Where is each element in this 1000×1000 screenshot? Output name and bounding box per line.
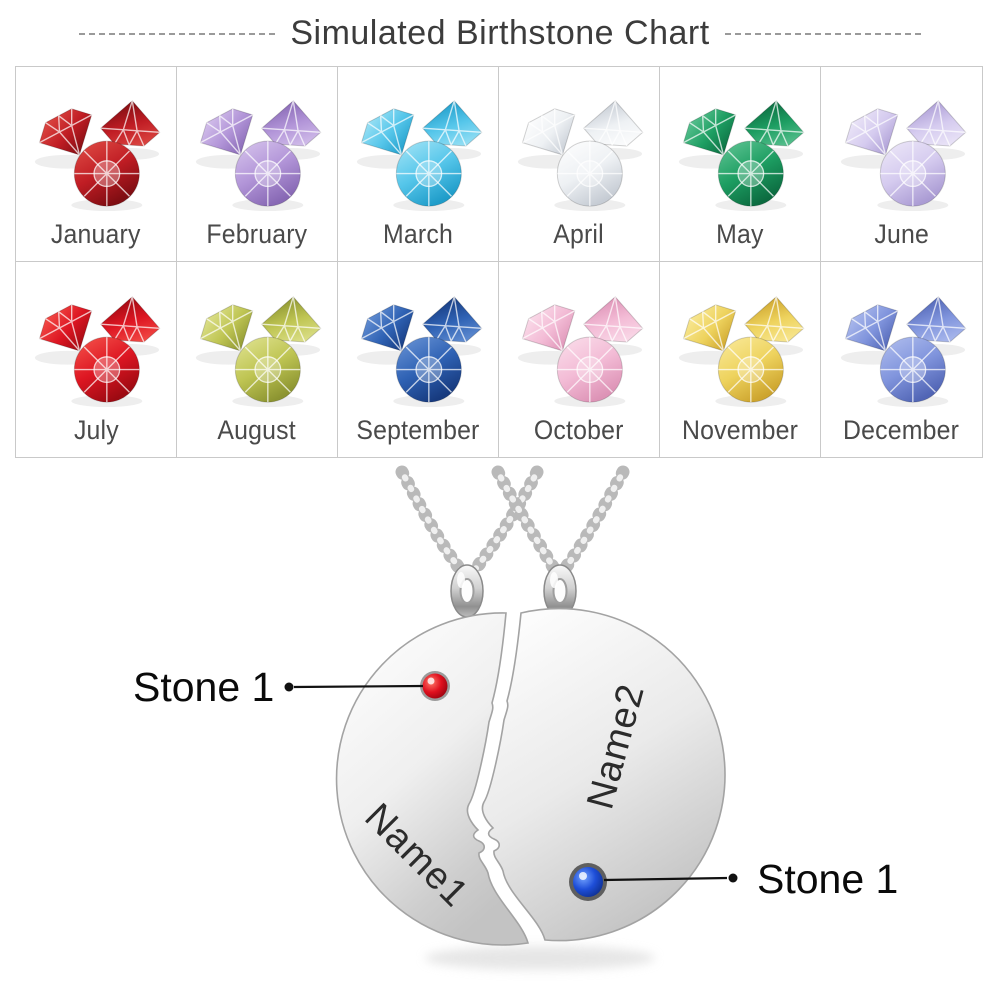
gem-cone-view xyxy=(744,296,805,343)
gem-cluster xyxy=(356,100,483,212)
birthstone-cell: September xyxy=(338,262,499,457)
birthstone-cell: May xyxy=(660,67,821,262)
chain-strand-outer-left xyxy=(395,465,471,581)
bail-right xyxy=(543,564,577,618)
month-label: May xyxy=(716,219,764,249)
callout-stone1-right: Stone 1 xyxy=(603,856,898,902)
gem-cluster xyxy=(678,296,805,408)
gem-side-view xyxy=(682,108,737,156)
gem-round-brilliant xyxy=(556,140,623,207)
gem-round-brilliant xyxy=(234,336,301,403)
chain-strand-outer-right xyxy=(554,465,630,581)
gem-side-view xyxy=(521,304,576,352)
month-label: April xyxy=(553,219,605,249)
gem-cluster xyxy=(678,100,805,212)
gem-round-brilliant xyxy=(717,140,784,207)
month-label: October xyxy=(534,415,624,445)
gem-cone-view xyxy=(422,296,483,343)
gem-side-view xyxy=(38,304,93,352)
chart-title: Simulated Birthstone Chart xyxy=(290,13,710,52)
chart-header: Simulated Birthstone Chart xyxy=(0,0,1000,66)
gem-cluster xyxy=(840,296,966,408)
gem-cone-view xyxy=(100,100,161,147)
month-label: January xyxy=(51,219,141,249)
birthstone-red xyxy=(420,671,450,701)
gem-round-brilliant xyxy=(879,140,946,207)
gem-cone-view xyxy=(100,296,161,343)
gem-round-brilliant xyxy=(556,336,623,403)
month-label: March xyxy=(383,219,453,249)
birthstone-cell: March xyxy=(338,67,499,262)
gem-round-brilliant xyxy=(73,336,140,403)
gem-side-view xyxy=(360,304,415,352)
callout-stone1-left: Stone 1 xyxy=(133,664,424,710)
birthstone-cell: November xyxy=(660,262,821,457)
gem-cluster xyxy=(517,296,644,408)
chain-strand-inner-left xyxy=(466,465,544,579)
month-label: February xyxy=(206,219,308,249)
gem-cone-view xyxy=(905,296,966,343)
gem-side-view xyxy=(360,108,415,156)
callout-label-right: Stone 1 xyxy=(757,856,898,902)
gem-side-view xyxy=(199,108,254,156)
birthstone-blue xyxy=(569,863,607,901)
birthstone-grid: January xyxy=(15,66,983,458)
month-label: June xyxy=(874,219,929,249)
callout-label-left: Stone 1 xyxy=(133,664,274,710)
gem-round-brilliant xyxy=(395,336,462,403)
gem-cone-view xyxy=(583,100,644,147)
chain-strand-inner-right xyxy=(491,465,563,579)
gem-round-brilliant xyxy=(73,140,140,207)
callout-dot-left xyxy=(284,682,294,692)
birthstone-cell: August xyxy=(177,262,338,457)
month-label: September xyxy=(356,415,480,445)
month-label: December xyxy=(843,415,960,445)
gem-cluster xyxy=(356,296,483,408)
gem-side-view xyxy=(844,108,898,156)
gem-round-brilliant xyxy=(234,140,301,207)
gem-cone-view xyxy=(422,100,483,147)
callout-line-left xyxy=(293,684,424,689)
bail-left xyxy=(450,564,484,618)
gem-cluster xyxy=(195,296,322,408)
gem-cluster xyxy=(195,100,322,212)
birthstone-cell: July xyxy=(16,262,177,457)
gem-round-brilliant xyxy=(395,140,462,207)
header-dash-right xyxy=(724,33,921,35)
gem-cone-view xyxy=(583,296,644,343)
gem-side-view xyxy=(682,304,737,352)
callout-dot-right xyxy=(728,873,738,883)
header-dash-left xyxy=(79,33,276,35)
gem-cone-view xyxy=(261,100,322,147)
gem-side-view xyxy=(199,304,254,352)
gem-side-view xyxy=(844,304,898,352)
gem-side-view xyxy=(38,108,93,156)
gem-cluster xyxy=(34,100,161,212)
pendant-half-left xyxy=(335,612,530,946)
month-label: July xyxy=(73,415,119,445)
birthstone-cell: January xyxy=(16,67,177,262)
gem-cone-view xyxy=(744,100,805,147)
gem-cluster xyxy=(840,100,966,212)
gem-round-brilliant xyxy=(717,336,784,403)
gem-cone-view xyxy=(261,296,322,343)
gem-side-view xyxy=(521,108,576,156)
gem-cluster xyxy=(34,296,161,408)
month-label: August xyxy=(217,415,297,445)
necklace-figure: Name1 Name2 Stone 1 Stone 1 xyxy=(133,465,898,970)
gem-round-brilliant xyxy=(879,336,946,403)
callout-line-right xyxy=(603,876,728,882)
pendant-half-right xyxy=(481,607,726,942)
gem-cone-view xyxy=(905,100,966,147)
birthstone-cell: February xyxy=(177,67,338,262)
birthstone-cell: June xyxy=(821,67,982,262)
birthstone-cell: April xyxy=(499,67,660,262)
birthstone-cell: December xyxy=(821,262,982,457)
necklace-chains xyxy=(395,465,630,581)
pendant-shadow xyxy=(425,946,655,970)
birthstone-cell: October xyxy=(499,262,660,457)
gem-cluster xyxy=(517,100,644,212)
month-label: November xyxy=(681,415,799,445)
